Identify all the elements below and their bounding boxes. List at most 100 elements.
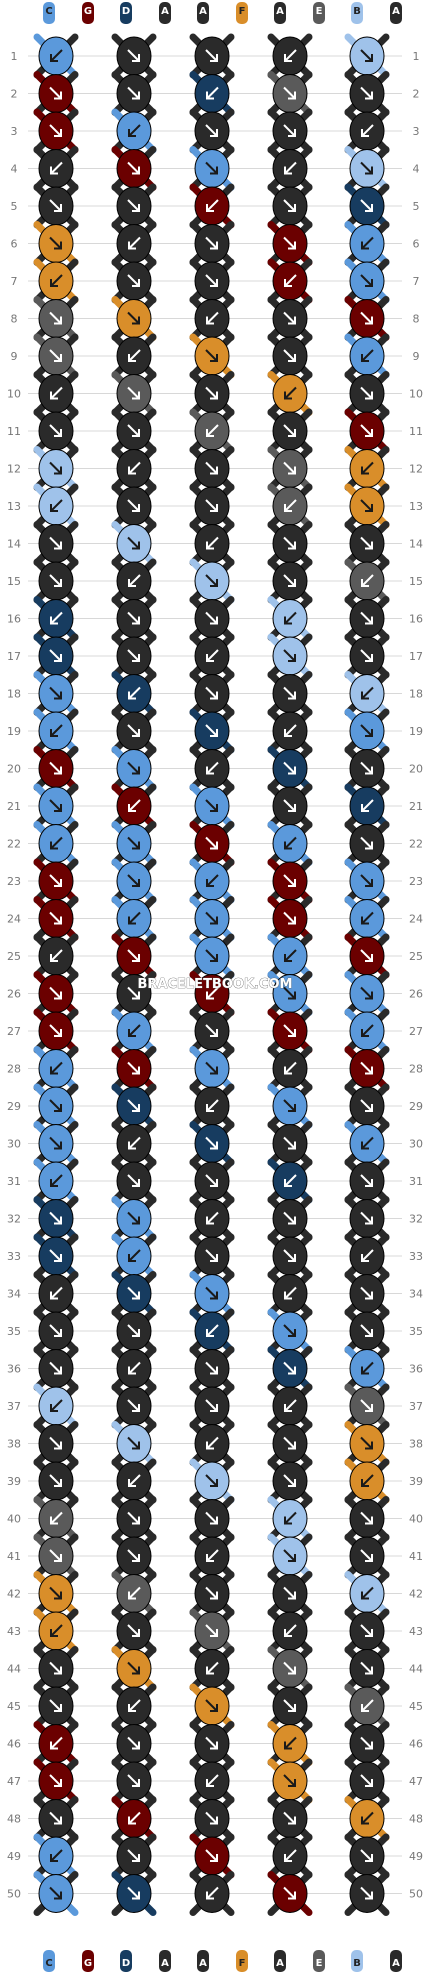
row-number-left: 29 [7,1100,21,1113]
arrow-icon [205,236,218,250]
knot [194,486,230,526]
knot [272,74,308,113]
knot [38,486,74,526]
arrow-icon [50,1849,63,1862]
arrow-icon [128,799,141,812]
knot [349,1461,385,1501]
knot [349,1724,385,1763]
arrow-icon [360,1324,373,1337]
row-number-left: 21 [7,800,21,813]
knot [38,1386,74,1426]
arrow-icon [50,386,63,400]
row-number-left: 33 [7,1250,21,1263]
row-number-right: 7 [413,275,420,288]
knot [349,636,385,676]
knot [349,36,385,76]
arrow-icon [127,1436,140,1450]
string-label: A [276,6,284,17]
knot [38,1086,74,1126]
row-number-right: 36 [409,1363,423,1376]
knot [116,374,152,413]
knot [116,1874,152,1913]
arrow-icon [284,949,297,962]
knot [349,74,385,113]
arrow-icon [49,1811,62,1825]
knot [116,1049,152,1088]
string-label: E [316,1958,323,1969]
arrow-icon [284,274,297,287]
knot [116,111,152,151]
arrow-icon [206,1436,219,1450]
knot [194,599,230,638]
string-tab [82,2,94,24]
knot [194,1311,230,1351]
knot [194,861,230,901]
row-number-right: 18 [409,688,423,701]
arrow-icon [50,611,63,625]
arrow-icon [128,686,141,700]
arrow-icon [283,799,296,812]
knot [38,524,74,563]
arrow-icon [283,986,296,1000]
knot [38,111,74,151]
arrow-icon [49,1886,62,1900]
string-label: G [84,6,92,17]
knot [194,1724,230,1763]
row-number-left: 25 [7,950,21,963]
arrow-icon [205,724,218,737]
arrow-icon [205,1586,218,1600]
knot [194,1049,230,1088]
arrow-icon [283,649,296,662]
arrow-icon [361,124,374,137]
arrow-icon [50,1736,63,1750]
knot [194,786,230,826]
knot [38,1049,74,1088]
string-tab [43,1950,55,1972]
knot [272,186,308,226]
row-number-left: 46 [7,1738,21,1751]
knot [272,786,308,826]
knot [349,561,385,601]
knot [349,1499,385,1538]
arrow-icon [283,1699,296,1712]
knot [194,186,230,226]
row-number-right: 11 [409,425,423,438]
knot [272,1874,308,1913]
knot [116,1649,152,1688]
arrow-icon [49,1436,62,1450]
arrow-icon [283,236,296,250]
knot [349,1011,385,1051]
knot [349,899,385,938]
knot [38,1761,74,1801]
arrow-icon [205,1249,218,1262]
arrow-icon [206,649,219,662]
knot [194,636,230,676]
arrow-icon [49,874,62,887]
knot [349,1611,385,1651]
knot [116,74,152,113]
arrow-icon [49,1661,62,1675]
arrow-icon [283,874,296,887]
row-number-left: 18 [7,688,21,701]
row-number-right: 39 [409,1475,423,1488]
knot [272,1161,308,1201]
knot [116,524,152,563]
knot [38,1011,74,1051]
row-number-right: 34 [409,1288,423,1301]
knot [349,111,385,151]
row-number-left: 34 [7,1288,21,1301]
row-number-left: 41 [7,1550,21,1563]
arrow-icon [360,1774,373,1787]
knot [38,374,74,413]
string-tab [313,2,325,24]
arrow-icon [360,1511,373,1525]
row-number-right: 32 [409,1213,423,1226]
knot [194,1761,230,1801]
string-tab [197,2,209,24]
arrow-icon [360,1549,373,1562]
row-number-left: 44 [7,1663,21,1676]
knot [272,36,308,76]
arrow-icon [128,236,141,250]
knot [194,224,230,263]
